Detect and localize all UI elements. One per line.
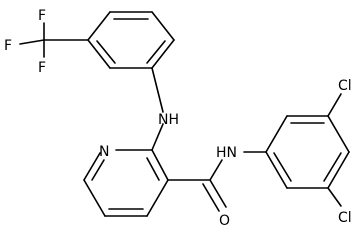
ring2-bond-1 xyxy=(265,115,288,153)
atom-label-nh-amine: NH xyxy=(158,112,179,128)
ring1-bond-6 xyxy=(87,39,111,69)
bond-ring2-cl-top xyxy=(327,93,342,117)
ring1-double-3 xyxy=(96,40,116,64)
py-bond-c6-n xyxy=(83,152,101,181)
ring2-bond-6 xyxy=(265,151,288,189)
atom-label-cl-bottom: Cl xyxy=(338,210,352,226)
ring2-double-2 xyxy=(323,152,342,182)
bond-nh-pyridine xyxy=(151,123,164,151)
atom-label-n-pyridine: N xyxy=(99,144,109,160)
ring1-double-2 xyxy=(146,40,166,64)
py-double-3 xyxy=(91,159,105,181)
ring2-bond-3 xyxy=(327,115,350,153)
ring2-double-3 xyxy=(273,152,292,182)
atom-label-f-bottom: F xyxy=(38,60,46,76)
trifluoromethyl-group xyxy=(19,22,89,58)
atom-label-f-top: F xyxy=(38,8,46,24)
molecule-structure-diagram: F F F NH N HN O Cl Cl xyxy=(4,8,352,229)
py-bond-c2-c3 xyxy=(151,149,169,181)
py-bond-c5-c6 xyxy=(83,179,106,217)
bond-carbonyl-nh xyxy=(209,159,223,181)
bond-c-f-left xyxy=(19,39,45,45)
amide-group xyxy=(167,151,267,212)
atom-label-hn-amide: HN xyxy=(216,145,237,161)
atom-label-o-carbonyl: O xyxy=(219,213,230,229)
py-double-1 xyxy=(146,157,160,181)
ring1-bond-4 xyxy=(151,39,175,69)
bond-ring2-cl-bottom xyxy=(327,187,342,207)
bond-ring1-nh xyxy=(151,67,164,113)
dichlorophenyl-ring xyxy=(265,93,350,207)
py-bond-c3-c4 xyxy=(146,179,169,217)
trifluoromethylphenyl-ring xyxy=(87,11,175,69)
ring1-bond-3 xyxy=(151,11,175,41)
bond-carbonyl-o-2 xyxy=(202,183,220,212)
bond-carbonyl-o-1 xyxy=(209,179,227,208)
pyridine-ring xyxy=(83,149,169,217)
atom-label-cl-top: Cl xyxy=(338,78,352,94)
ring2-bond-4 xyxy=(327,151,350,189)
ring1-bond-1 xyxy=(87,11,111,41)
atom-label-f-left: F xyxy=(4,38,12,54)
